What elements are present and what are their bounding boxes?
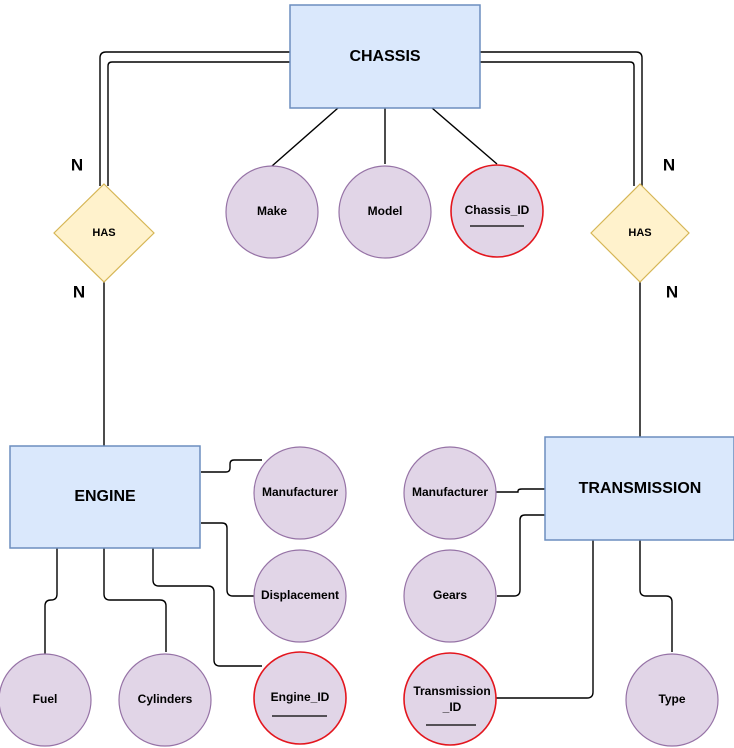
relationship-right-has-label: HAS xyxy=(628,227,651,239)
cardinality-left-bottom: N xyxy=(73,282,85,301)
attribute-chassis-id-label: Chassis_ID xyxy=(465,203,530,217)
chassis-left-has-connector-outer xyxy=(99,51,290,186)
attribute-engine-cylinders[interactable]: Cylinders xyxy=(118,653,212,747)
entity-transmission-label: TRANSMISSION xyxy=(579,480,702,497)
attribute-transmission-id-label-line1: Transmission xyxy=(413,684,490,698)
attribute-chassis-make[interactable]: Make xyxy=(225,165,319,259)
attribute-chassis-id[interactable]: Chassis_ID xyxy=(450,164,544,258)
attribute-engine-displacement-label: Displacement xyxy=(261,588,339,602)
entity-engine-label: ENGINE xyxy=(74,488,136,505)
cardinality-right-bottom: N xyxy=(666,282,678,301)
relationship-right-has[interactable]: HAS xyxy=(590,183,690,283)
attribute-chassis-make-label: Make xyxy=(257,204,287,218)
entity-chassis-label: CHASSIS xyxy=(349,48,420,65)
attribute-engine-fuel-label: Fuel xyxy=(33,692,58,706)
transmission-manufacturer-connector xyxy=(495,488,545,493)
engine-cylinders-connector xyxy=(103,548,167,652)
engine-id-connector xyxy=(152,548,262,667)
attribute-transmission-gears-label: Gears xyxy=(433,588,467,602)
attribute-chassis-model[interactable]: Model xyxy=(338,165,432,259)
attribute-transmission-type[interactable]: Type xyxy=(625,653,719,747)
attribute-transmission-id-label-line2: _ID xyxy=(442,700,462,714)
chassis-left-has-connector-inner xyxy=(107,61,290,186)
transmission-id-connector xyxy=(496,540,594,699)
entity-engine[interactable]: ENGINE xyxy=(9,445,201,549)
attribute-engine-fuel[interactable]: Fuel xyxy=(0,653,92,747)
chassis-right-has-connector-inner xyxy=(480,61,635,186)
chassis-right-has-connector-outer xyxy=(480,51,643,186)
engine-fuel-connector xyxy=(44,548,58,656)
attribute-engine-id-label: Engine_ID xyxy=(271,690,330,704)
attribute-engine-cylinders-label: Cylinders xyxy=(138,692,193,706)
attribute-engine-displacement[interactable]: Displacement xyxy=(253,549,347,643)
attribute-transmission-manufacturer-label: Manufacturer xyxy=(412,485,488,499)
attribute-engine-manufacturer[interactable]: Manufacturer xyxy=(253,446,347,540)
engine-displacement-connector xyxy=(201,522,254,597)
attribute-engine-id[interactable]: Engine_ID xyxy=(253,651,347,745)
chassis-id-connector xyxy=(431,107,498,165)
chassis-make-connector xyxy=(271,107,339,167)
relationship-left-has[interactable]: HAS xyxy=(53,183,155,283)
transmission-type-connector xyxy=(639,540,673,652)
cardinality-left-top: N xyxy=(71,155,83,174)
transmission-gears-connector xyxy=(497,514,545,597)
attribute-transmission-type-label: Type xyxy=(658,692,685,706)
attribute-engine-manufacturer-label: Manufacturer xyxy=(262,485,338,499)
entity-chassis[interactable]: CHASSIS xyxy=(289,4,481,109)
attribute-transmission-id[interactable]: Transmission _ID xyxy=(403,652,497,746)
relationship-left-has-label: HAS xyxy=(92,227,115,239)
engine-manufacturer-connector xyxy=(201,459,262,473)
attribute-transmission-manufacturer[interactable]: Manufacturer xyxy=(403,446,497,540)
cardinality-right-top: N xyxy=(663,155,675,174)
attribute-transmission-gears[interactable]: Gears xyxy=(403,549,497,643)
attribute-chassis-model-label: Model xyxy=(368,204,403,218)
entity-transmission[interactable]: TRANSMISSION xyxy=(544,436,734,541)
